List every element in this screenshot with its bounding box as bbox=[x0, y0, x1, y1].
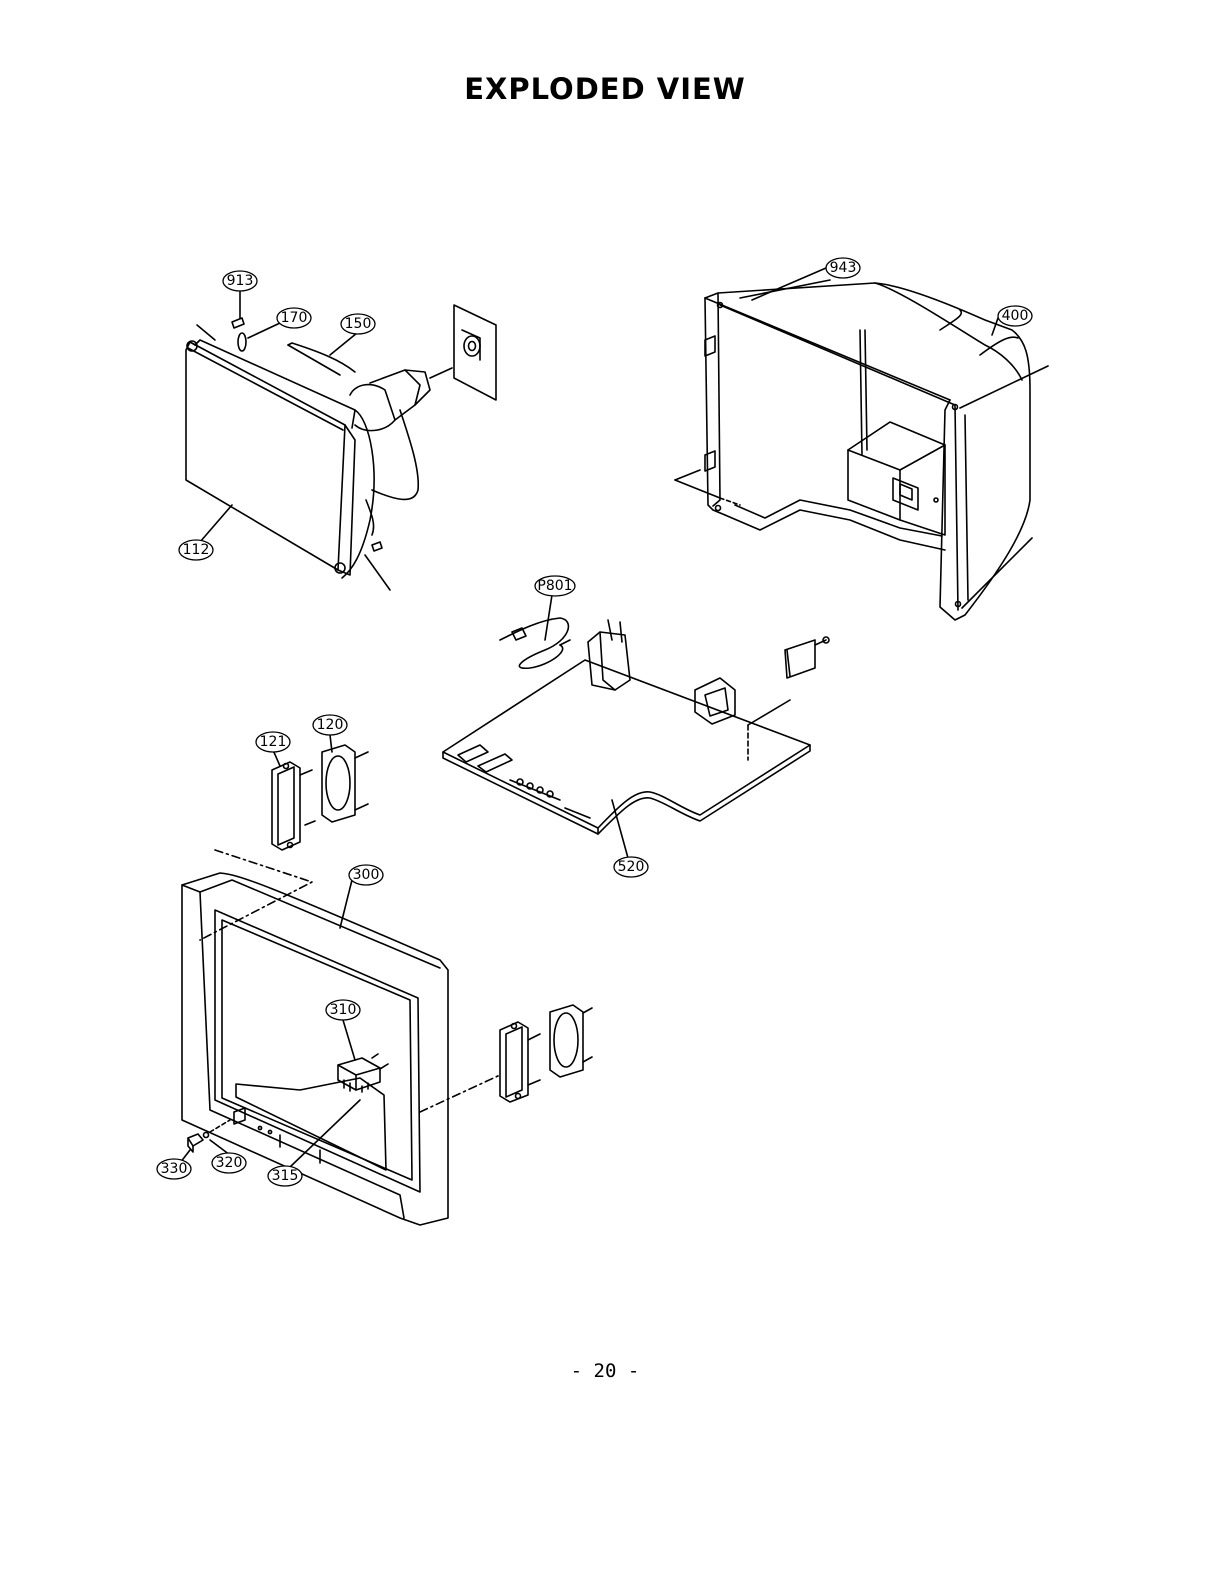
crt-socket-board bbox=[454, 305, 496, 400]
callout-label: 112 bbox=[183, 542, 210, 558]
callout-label: 170 bbox=[281, 310, 308, 326]
callout-label: 943 bbox=[830, 260, 857, 276]
callout-label: 520 bbox=[618, 859, 645, 875]
right-speaker bbox=[500, 1005, 592, 1102]
callout-label: P801 bbox=[537, 578, 572, 594]
page-number: - 20 - bbox=[0, 1360, 1210, 1382]
callout-label: 320 bbox=[216, 1155, 243, 1171]
callout-label: 120 bbox=[317, 717, 344, 733]
back-cover bbox=[675, 280, 1048, 620]
av-module bbox=[785, 637, 829, 678]
callout-label: 150 bbox=[345, 316, 372, 332]
main-pcb bbox=[443, 620, 810, 834]
callout-label: 310 bbox=[330, 1002, 357, 1018]
callout-label: 400 bbox=[1002, 308, 1029, 324]
callouts bbox=[157, 258, 1032, 1186]
power-cord bbox=[500, 618, 570, 668]
callout-label: 121 bbox=[260, 734, 287, 750]
picture-tube bbox=[186, 318, 452, 590]
callout-label: 913 bbox=[227, 273, 254, 289]
callout-label: 315 bbox=[272, 1168, 299, 1184]
callout-label: 330 bbox=[161, 1161, 188, 1177]
callout-label: 300 bbox=[353, 867, 380, 883]
left-speaker bbox=[272, 745, 368, 850]
